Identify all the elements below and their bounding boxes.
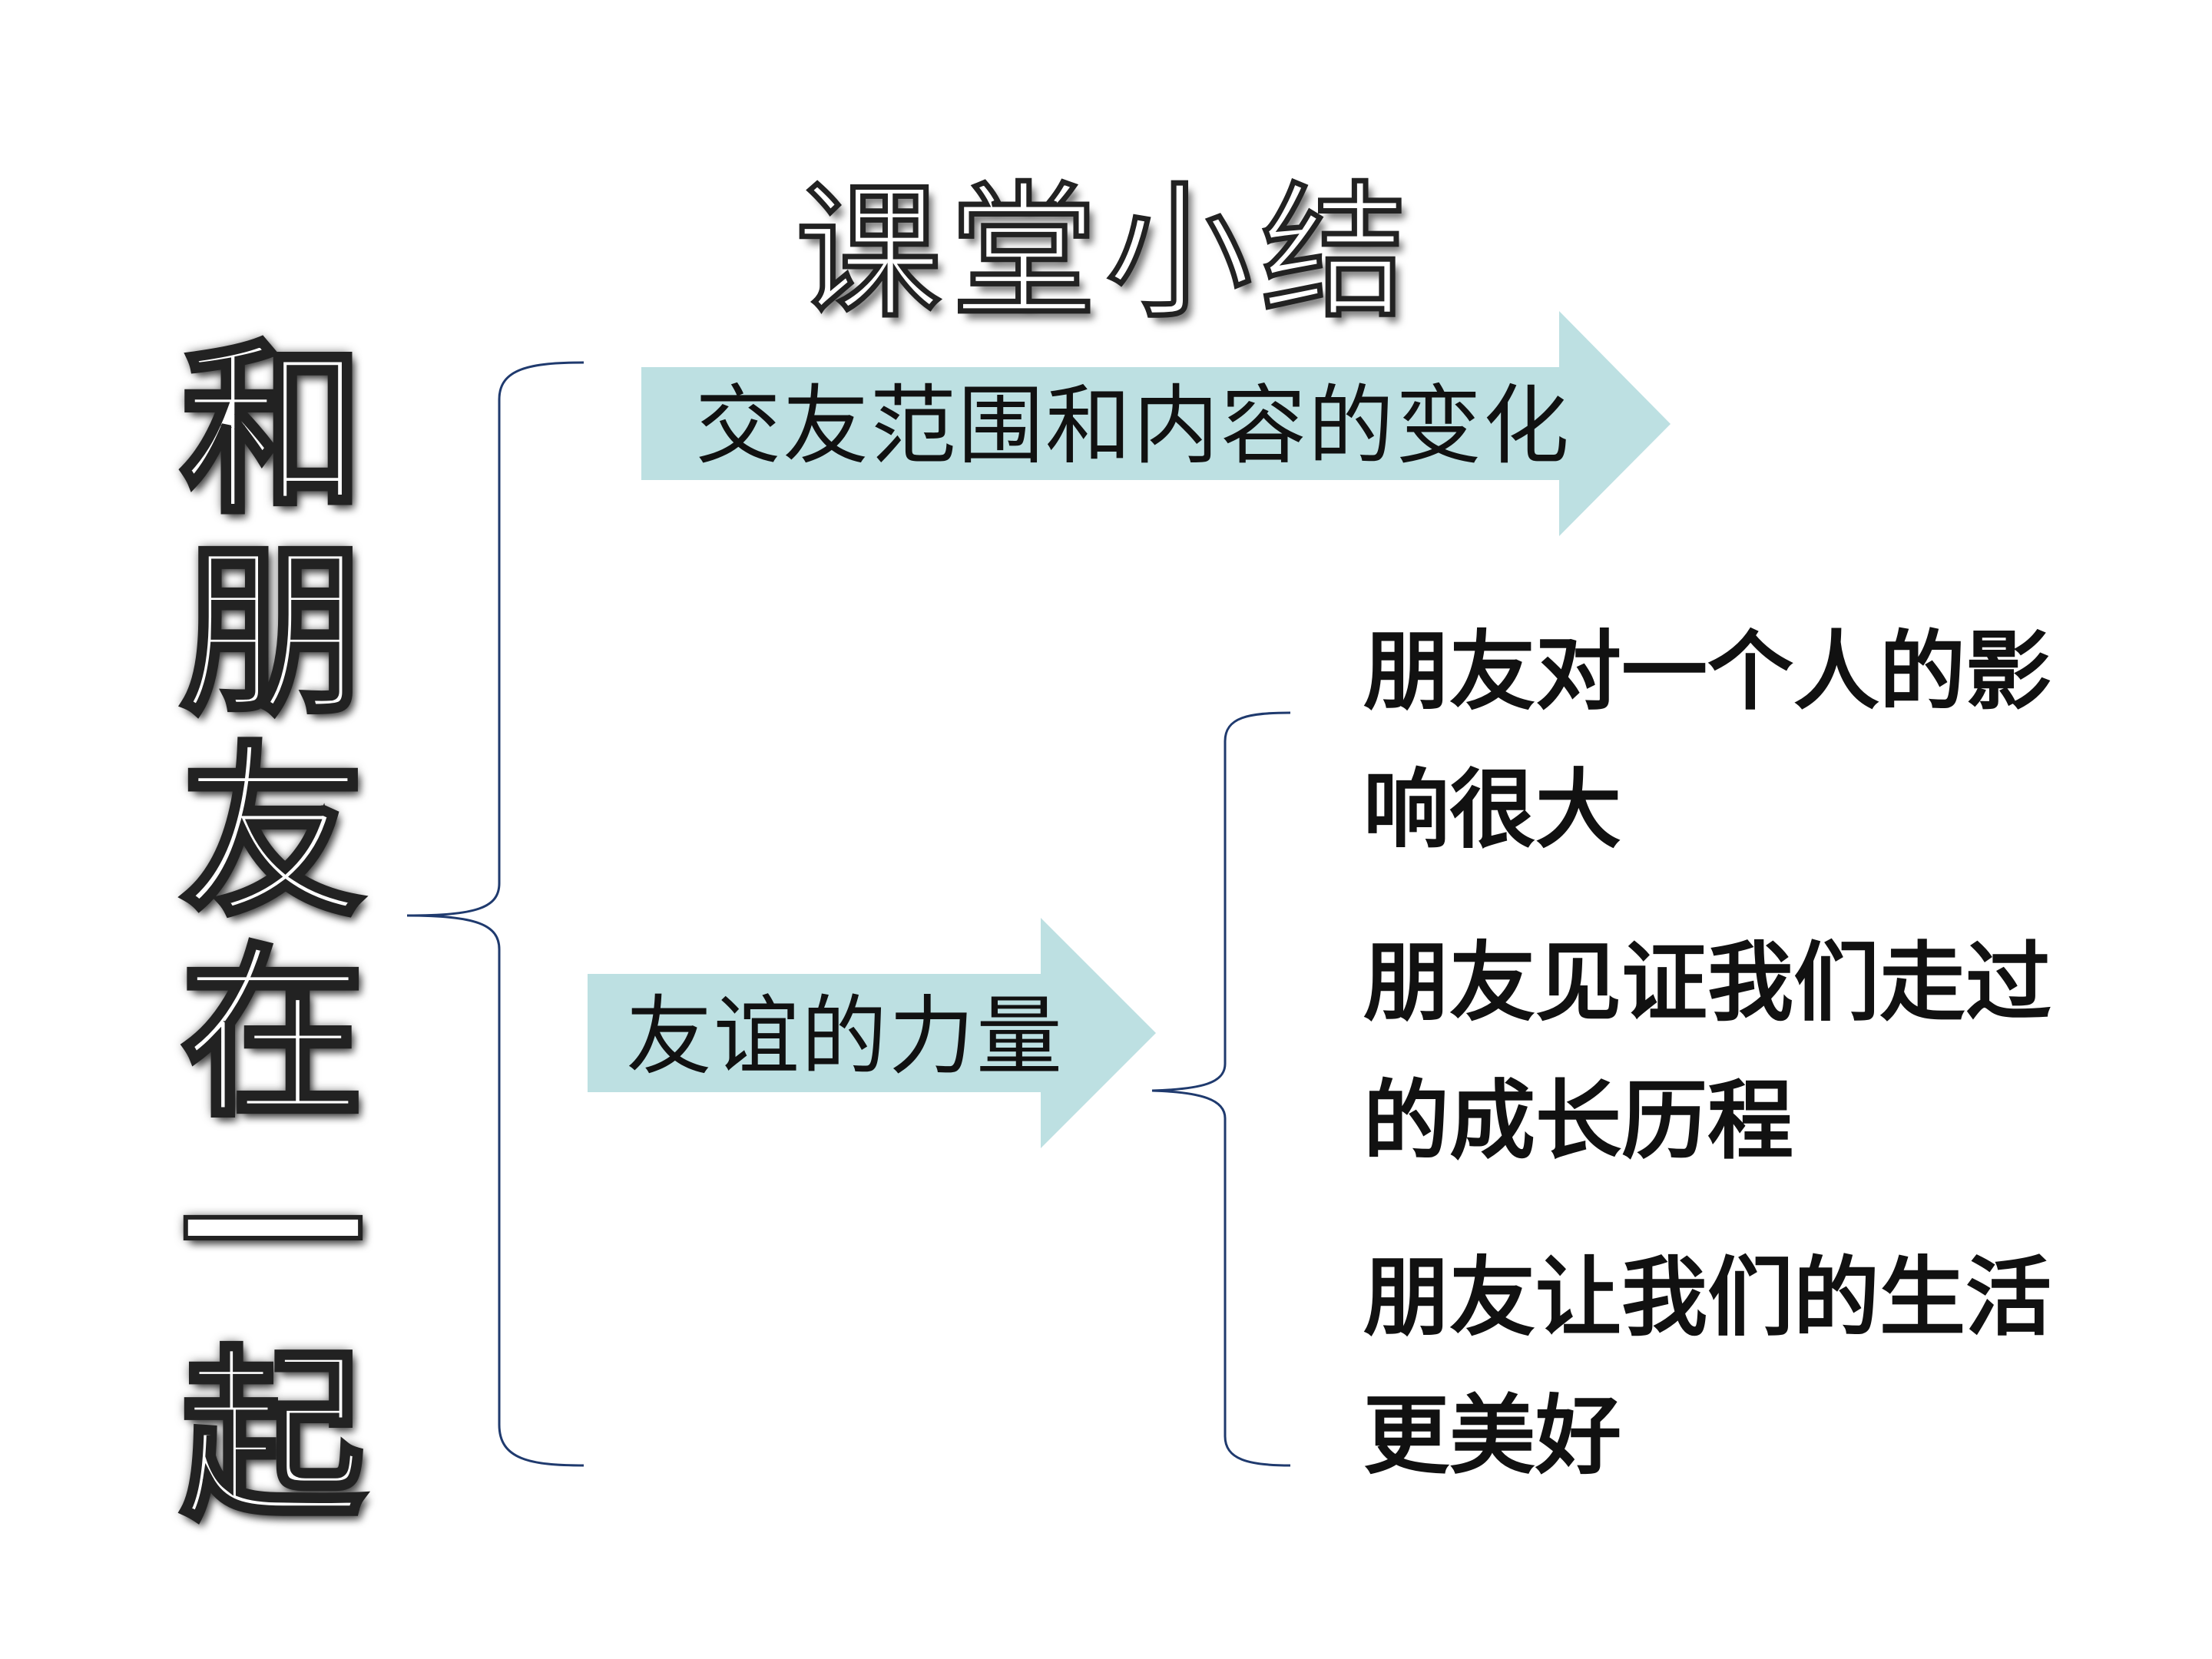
vertical-title-char-5: 一 [178, 1128, 367, 1343]
vertical-title-char-4: 在 [178, 927, 367, 1142]
vertical-title-char-2: 朋 [178, 525, 367, 740]
vertical-title-char-6: 起 [178, 1330, 367, 1545]
point-better-life: 朋友让我们的生活更美好 [1363, 1248, 2051, 1486]
vertical-title-char-1: 和 [178, 323, 367, 538]
bottom-arrow-shape [588, 918, 1156, 1148]
top-arrow-label: 交友范围和内容的变化 [695, 376, 1571, 476]
bottom-arrow-label: 友谊的力量 [626, 987, 1064, 1087]
top-arrow-shape [641, 311, 1671, 536]
vertical-topic-title: 和 朋 友 在 一 起 [165, 323, 380, 1545]
sub-bracket [1151, 711, 1291, 1467]
vertical-title-char-3: 友 [178, 726, 367, 941]
point-witness-growth: 朋友见证我们走过的成长历程 [1363, 933, 2051, 1171]
main-bracket [406, 361, 584, 1467]
slide-title: 课堂小结 [793, 166, 1416, 340]
point-influence: 朋友对一个人的影响很大 [1363, 622, 2051, 860]
